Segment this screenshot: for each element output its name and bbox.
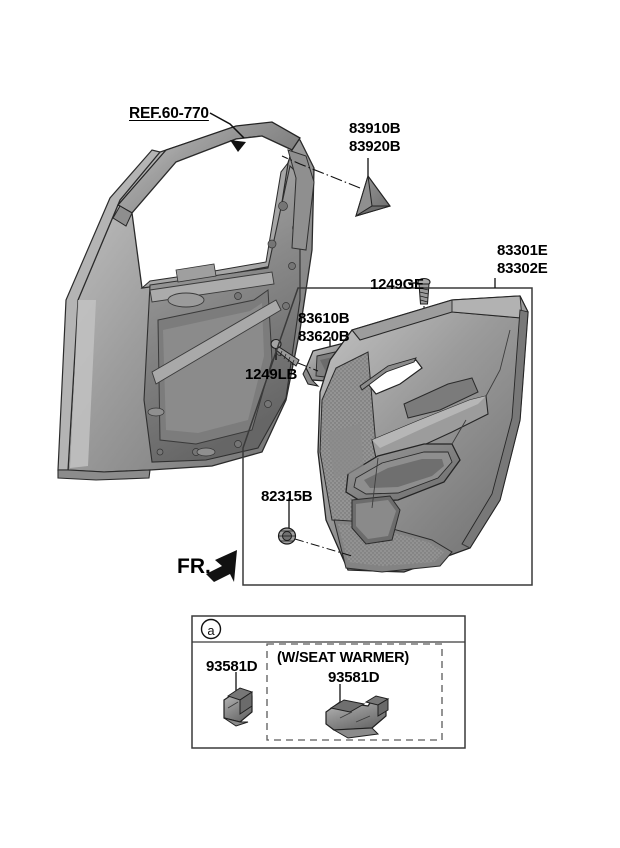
part-1249LB-screw xyxy=(270,338,319,372)
part-82315B-clip xyxy=(277,498,353,557)
label-82315B: 82315B xyxy=(261,488,313,505)
fr-direction-arrow xyxy=(206,550,237,582)
label-83301E: 83301E xyxy=(497,242,548,259)
label-1249LB: 1249LB xyxy=(245,366,298,383)
label-83302E: 83302E xyxy=(497,260,548,277)
label-83620B: 83620B xyxy=(298,328,350,345)
part-83910B-triangular-cap xyxy=(281,155,391,218)
label-1249GE: 1249GE xyxy=(370,276,424,293)
legend-label-seat-warmer-title: (W/SEAT WARMER) xyxy=(277,650,410,666)
legend-part-93581D-basic xyxy=(223,672,254,727)
legend-part-93581D-seat-warmer xyxy=(325,684,390,739)
legend-label-93581D-seat-warmer: 93581D xyxy=(328,669,380,686)
label-83910B: 83910B xyxy=(349,120,401,137)
svg-text:a: a xyxy=(207,623,215,638)
label-ref-60-770: REF.60-770 xyxy=(129,105,209,122)
legend-label-93581D-basic: 93581D xyxy=(206,658,258,675)
trim-panel-box xyxy=(242,278,533,586)
part-83301E-door-trim-panel xyxy=(317,295,529,573)
door-shell-assembly xyxy=(57,121,315,481)
label-83610B: 83610B xyxy=(298,310,350,327)
ref-leader-line xyxy=(209,112,246,152)
label-83920B: 83920B xyxy=(349,138,401,155)
label-fr-orientation: FR. xyxy=(177,555,211,578)
